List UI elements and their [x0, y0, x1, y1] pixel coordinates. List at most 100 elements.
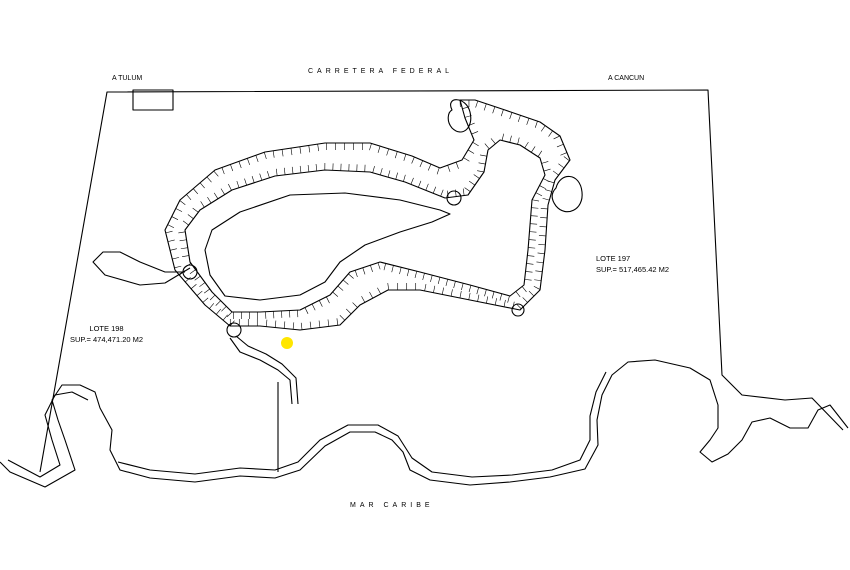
- lot-divider-tick: [174, 265, 182, 269]
- lot-divider-tick: [526, 118, 530, 125]
- lot-divider-tick: [433, 285, 436, 293]
- lot-divider-tick: [556, 143, 564, 148]
- lot-divider-tick: [517, 137, 520, 145]
- lot-divider-tick: [479, 154, 487, 157]
- lot-divider-tick: [315, 163, 318, 172]
- lot-divider-tick: [445, 279, 448, 287]
- lot-divider-tick: [476, 287, 479, 295]
- lot-divider-tick: [395, 172, 398, 180]
- lot-divider-tick: [440, 189, 444, 197]
- lot-divider-tick: [304, 307, 309, 314]
- lot-divider-tick: [543, 168, 551, 172]
- lot-divider-tick: [182, 220, 189, 226]
- lot-divider-tick: [202, 297, 209, 303]
- lot-divider-tick: [486, 296, 489, 304]
- lot-divider-tick: [531, 207, 539, 209]
- sea-label-mar-caribe: MAR CARIBE: [350, 502, 434, 509]
- lot-divider-tick: [255, 155, 259, 162]
- lot-divider-tick: [283, 321, 286, 329]
- lot-divider-tick: [348, 273, 354, 279]
- lot-divider-tick: [189, 269, 196, 275]
- lot-divider-tick: [354, 270, 358, 278]
- lot-divider-tick: [531, 146, 536, 153]
- lot-divider-tick: [377, 146, 381, 153]
- lot-divider-tick: [521, 286, 527, 293]
- lot-divider-tick: [283, 167, 286, 175]
- lot-divider-tick: [467, 149, 475, 154]
- lot-divider-tick: [517, 115, 521, 123]
- access-road: [229, 335, 299, 405]
- lot-divider-tick: [522, 297, 528, 303]
- lot-divider-tick: [290, 148, 293, 156]
- lot-divider-tick: [337, 285, 344, 291]
- lot-divider-tick: [391, 265, 394, 273]
- lot-divider-tick: [187, 214, 194, 219]
- lot-divider-tick: [533, 286, 541, 290]
- lot-divider-tick: [535, 192, 543, 197]
- lot-divider-tick: [199, 182, 205, 189]
- lot-divider-tick: [342, 279, 349, 285]
- lot-divider-tick: [299, 165, 302, 173]
- lot-divider-tick: [437, 277, 441, 285]
- lot-divider-tick: [272, 150, 275, 158]
- lot-subdivisions: [165, 100, 570, 330]
- roundabout-east: [511, 303, 525, 317]
- lot-divider-tick: [336, 318, 339, 326]
- lot-divider-tick: [501, 133, 505, 141]
- lot-divider-tick: [461, 283, 464, 291]
- lot-divider-tick: [192, 207, 199, 213]
- lot-divider-tick: [194, 275, 201, 281]
- lot-divider-tick: [468, 180, 476, 186]
- roundabout-south: [226, 322, 242, 338]
- lot-divider-tick: [414, 271, 418, 279]
- lot-divider-tick: [526, 263, 534, 265]
- lot-divider-tick: [447, 190, 449, 198]
- north-loop-road: [447, 99, 472, 133]
- lot-divider-tick: [490, 138, 496, 144]
- lot-divider-tick: [186, 194, 192, 200]
- lot-divider-tick: [179, 200, 186, 205]
- east-loop-road: [551, 175, 583, 213]
- lot-name: LOTE 197: [596, 254, 631, 263]
- lot-divider-tick: [229, 320, 235, 327]
- lot-divider-tick: [215, 308, 221, 315]
- lot-divider-tick: [369, 143, 372, 151]
- central-island: [204, 192, 451, 301]
- lot-divider-tick: [528, 290, 535, 297]
- lot-name: LOTE 198: [89, 324, 124, 333]
- lot-divider-tick: [377, 262, 381, 270]
- lot-divider-tick: [459, 291, 462, 299]
- lot-divider-tick: [380, 168, 383, 176]
- lot-divider-tick: [432, 186, 437, 194]
- lot-divider-tick: [369, 291, 374, 299]
- lot-area: SUP.= 517,465.42 M2: [596, 265, 670, 274]
- lot-divider-tick: [178, 231, 186, 234]
- lot-divider-tick: [534, 279, 542, 281]
- lot-divider-tick: [167, 224, 175, 229]
- lot-divider-tick: [447, 165, 451, 172]
- lot-divider-tick: [339, 315, 345, 321]
- lot-divider-tick: [540, 125, 546, 132]
- lot-divider-tick: [238, 161, 242, 169]
- lot-divider-tick: [462, 188, 465, 196]
- lot-divider-tick: [492, 106, 496, 114]
- lot-divider-tick: [399, 267, 402, 275]
- lot-divider-tick: [236, 180, 240, 188]
- lot-divider-tick: [182, 255, 190, 257]
- lot-divider-tick: [411, 156, 415, 164]
- lot-divider-tick: [167, 239, 175, 242]
- lot-divider-tick: [534, 121, 538, 128]
- lot-divider-tick: [213, 170, 219, 177]
- lot-divider-tick: [171, 216, 179, 220]
- lot-divider-tick: [539, 185, 546, 190]
- lot-divider-tick: [472, 141, 479, 147]
- lot-divider-tick: [196, 290, 203, 296]
- lot-divider-tick: [454, 189, 457, 197]
- lot-divider-tick: [221, 306, 227, 312]
- lot-divider-tick: [291, 166, 294, 174]
- lot-divider-tick: [544, 189, 552, 192]
- lot-divider-tick: [332, 291, 339, 297]
- lot-divider-tick: [532, 199, 540, 202]
- lot-divider-tick: [406, 269, 410, 277]
- direction-label-cancun: A CANCUN: [608, 75, 645, 82]
